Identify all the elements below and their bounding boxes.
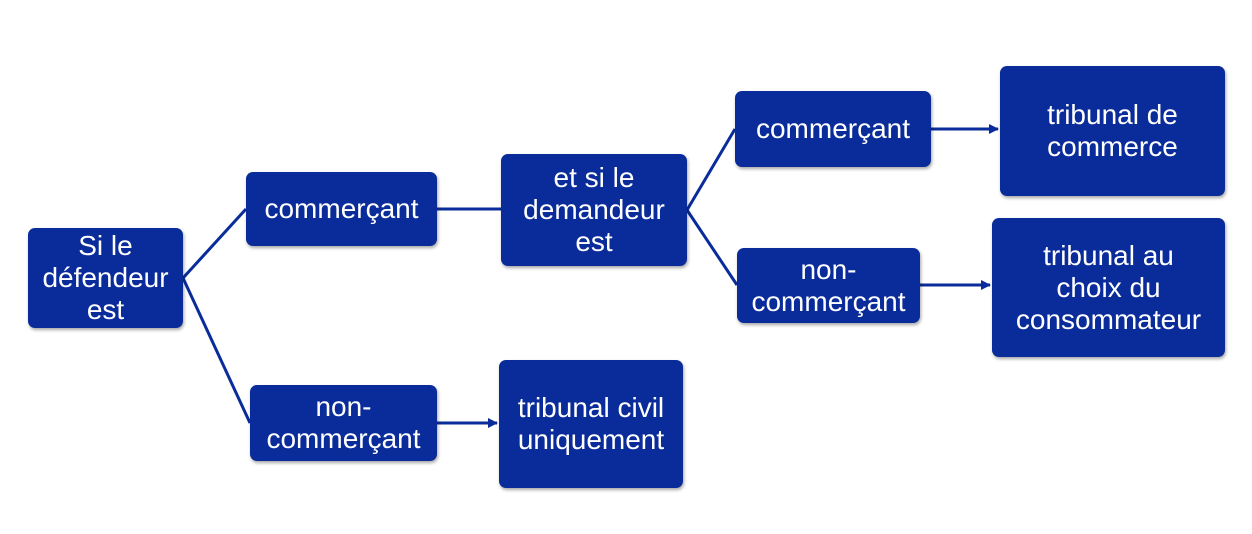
node-non-commercant-2: non- commerçant <box>737 248 920 323</box>
edge-defendeur-non-commercant-1 <box>181 277 252 424</box>
node-demandeur: et si le demandeur est <box>501 154 687 266</box>
node-tribunal-choix-consommateur: tribunal au choix du consommateur <box>992 218 1225 357</box>
node-commercant-1: commerçant <box>246 172 437 246</box>
node-tribunal-civil: tribunal civil uniquement <box>499 360 683 488</box>
node-non-commercant-1: non- commerçant <box>250 385 437 461</box>
edge-defendeur-commercant-1 <box>181 207 248 280</box>
edge-demandeur-commercant-2 <box>685 128 737 211</box>
node-tribunal-commerce: tribunal de commerce <box>1000 66 1225 196</box>
node-defendeur: Si le défendeur est <box>28 228 183 328</box>
edge-demandeur-non-commercant-2 <box>685 209 739 286</box>
node-commercant-2: commerçant <box>735 91 931 167</box>
